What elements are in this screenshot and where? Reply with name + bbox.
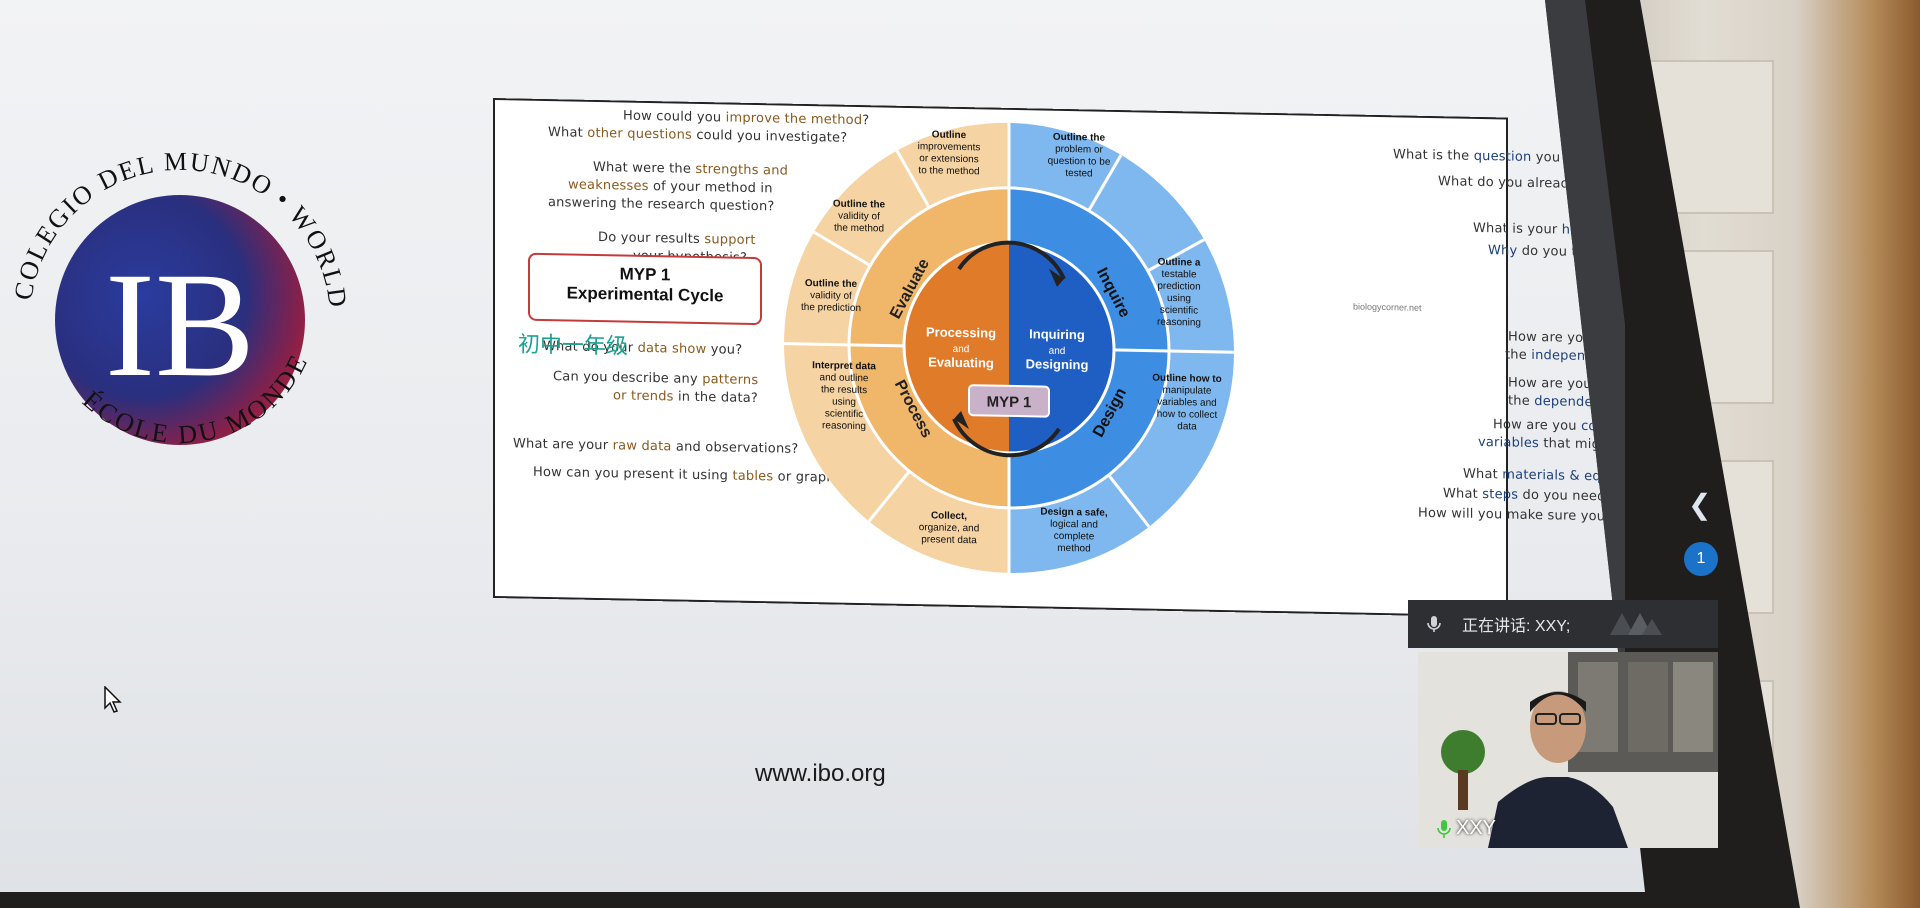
outer-segment-label: present data — [921, 534, 977, 546]
slide-myp-cycle: How could you improve the method?What ot… — [493, 98, 1645, 618]
outer-segment-label: improvements — [918, 141, 981, 153]
meeting-app-logo-icon — [1610, 613, 1663, 635]
outer-segment-label: Outline the — [833, 199, 886, 211]
outer-segment-label: Outline the — [1053, 132, 1106, 144]
outer-segment-label: using — [1167, 293, 1191, 304]
footer-url[interactable]: www.ibo.org — [755, 760, 886, 787]
participant-name: XXY — [1456, 817, 1497, 839]
outer-segment-label: testable — [1161, 269, 1196, 281]
outer-segment-label: Outline how to — [1152, 373, 1221, 385]
outer-segment-label: Collect, — [931, 510, 967, 522]
center-badge: MYP 1 — [987, 393, 1032, 411]
ib-world-school-logo: IB COLEGIO DEL MUNDO • WORLD SCHOOL ÉCOL… — [0, 150, 351, 449]
outer-segment-label: how to collect — [1157, 409, 1218, 421]
participant-video-tile[interactable]: XXY — [1418, 652, 1718, 848]
outer-segment-label: the prediction — [801, 302, 861, 314]
participant-name-label: XXY — [1436, 817, 1496, 840]
chevron-left-icon[interactable]: ❮ — [1688, 489, 1712, 520]
participant-video — [1418, 652, 1718, 848]
outer-segment-label: and outline — [820, 372, 869, 384]
outer-segment-label: reasoning — [1157, 317, 1201, 329]
outer-segment-label: question to be — [1048, 156, 1111, 168]
image-credit: biologycorner.net — [1353, 302, 1422, 313]
speaking-label: 正在讲话: XXY; — [1462, 618, 1571, 635]
outer-segment-label: Outline — [932, 129, 967, 141]
outer-segment-label: using — [832, 397, 856, 408]
outer-segment-label: scientific — [1160, 305, 1198, 317]
outer-segment-label: problem or — [1055, 144, 1103, 156]
ib-initials: IB — [105, 242, 255, 408]
page-badge[interactable]: 1 — [1684, 542, 1718, 576]
outer-segment-label: reasoning — [822, 420, 866, 432]
microphone-icon[interactable] — [1424, 614, 1444, 634]
outer-segment-label: variables and — [1157, 397, 1216, 409]
experimental-cycle-wheel: Processing and Evaluating Inquiring and … — [784, 122, 1422, 573]
center-right-line3: Designing — [1026, 356, 1089, 372]
outer-segment-label: validity of — [810, 290, 852, 302]
center-left-line1: Processing — [926, 324, 996, 340]
outer-segment-label: logical and — [1050, 519, 1098, 531]
outer-segment-label: method — [1057, 543, 1090, 555]
outer-segment-label: prediction — [1157, 281, 1200, 293]
mouse-pointer-icon — [104, 686, 122, 713]
center-right-line2: and — [1049, 346, 1066, 357]
outer-segment-label: organize, and — [919, 522, 980, 534]
outer-segment-label: or extensions — [919, 153, 978, 165]
outer-segment-label: Interpret data — [812, 360, 876, 372]
outer-segment-label: data — [1177, 421, 1197, 432]
outer-segment-label: Outline the — [805, 278, 858, 290]
outer-segment-label: manipulate — [1163, 385, 1212, 397]
outer-segment-label: Outline a — [1158, 257, 1201, 269]
outer-segment-label: tested — [1065, 168, 1092, 180]
outer-segment-label: to the method — [918, 165, 979, 177]
microphone-active-icon — [1437, 819, 1451, 838]
outer-segment-label: scientific — [825, 408, 863, 420]
outer-segment-label: complete — [1054, 531, 1095, 543]
center-left-line2: and — [953, 344, 970, 355]
speaker-bar: 正在讲话: XXY; — [1408, 600, 1718, 648]
center-left-line3: Evaluating — [928, 354, 994, 370]
outer-segment-label: the method — [834, 223, 884, 235]
presentation-screen: IB COLEGIO DEL MUNDO • WORLD SCHOOL ÉCOL… — [0, 0, 1645, 892]
outer-segment-label: Design a safe, — [1040, 507, 1107, 519]
center-right-line1: Inquiring — [1029, 326, 1085, 342]
outer-segment-label: validity of — [838, 211, 880, 223]
outer-segment-label: the results — [821, 384, 867, 396]
